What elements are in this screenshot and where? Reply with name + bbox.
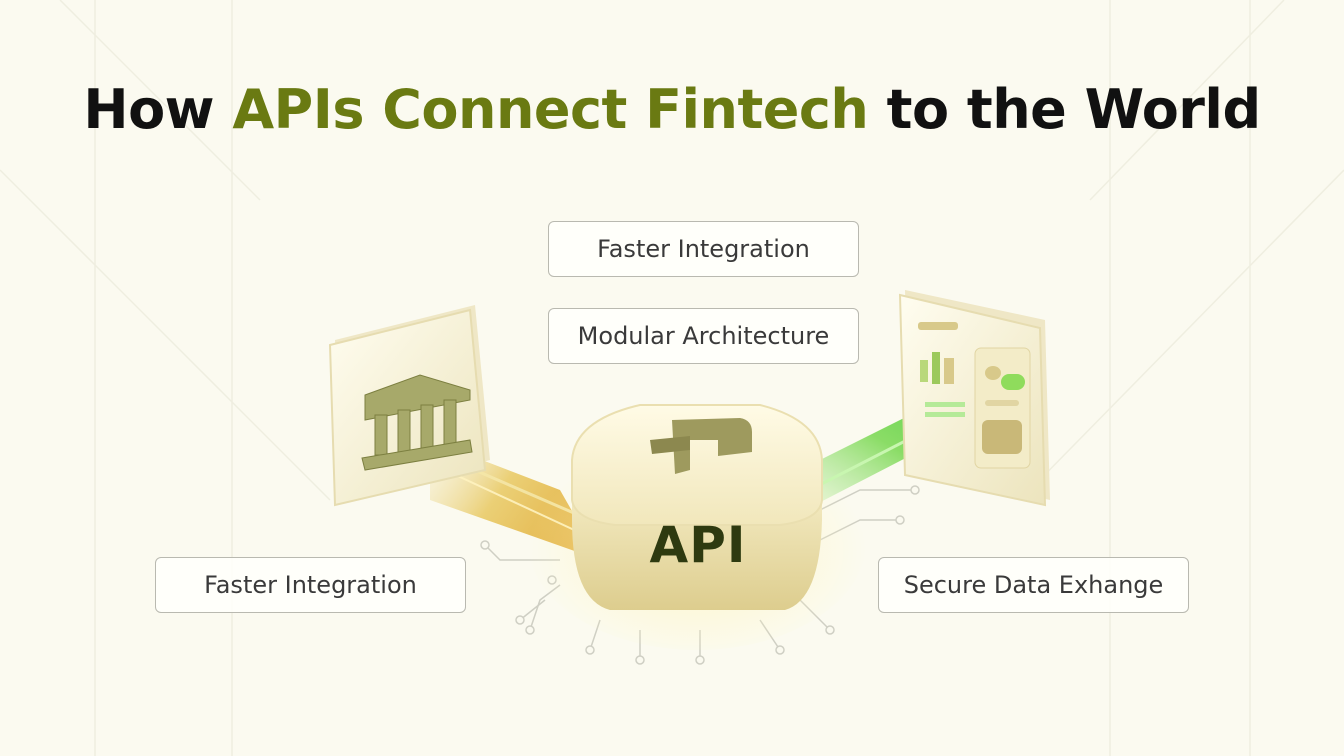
title-part-1: How <box>83 78 233 141</box>
label-modular-architecture: Modular Architecture <box>548 308 859 364</box>
title-accent: APIs Connect Fintech <box>232 78 869 141</box>
hub-label: API <box>649 516 747 574</box>
dashboard-panel <box>898 290 1050 507</box>
hub-top-glyph <box>650 418 752 474</box>
dashboard-screen-icon <box>918 322 1031 469</box>
page-title: How APIs Connect Fintech to the World <box>0 78 1344 141</box>
label-secure-data-exchange: Secure Data Exhange <box>878 557 1189 613</box>
bank-panel <box>328 305 490 507</box>
title-part-3: to the World <box>868 78 1261 141</box>
label-faster-integration-left: Faster Integration <box>155 557 466 613</box>
bank-building-icon <box>361 374 473 471</box>
api-hub-icon <box>527 404 867 650</box>
label-faster-integration-top: Faster Integration <box>548 221 859 277</box>
